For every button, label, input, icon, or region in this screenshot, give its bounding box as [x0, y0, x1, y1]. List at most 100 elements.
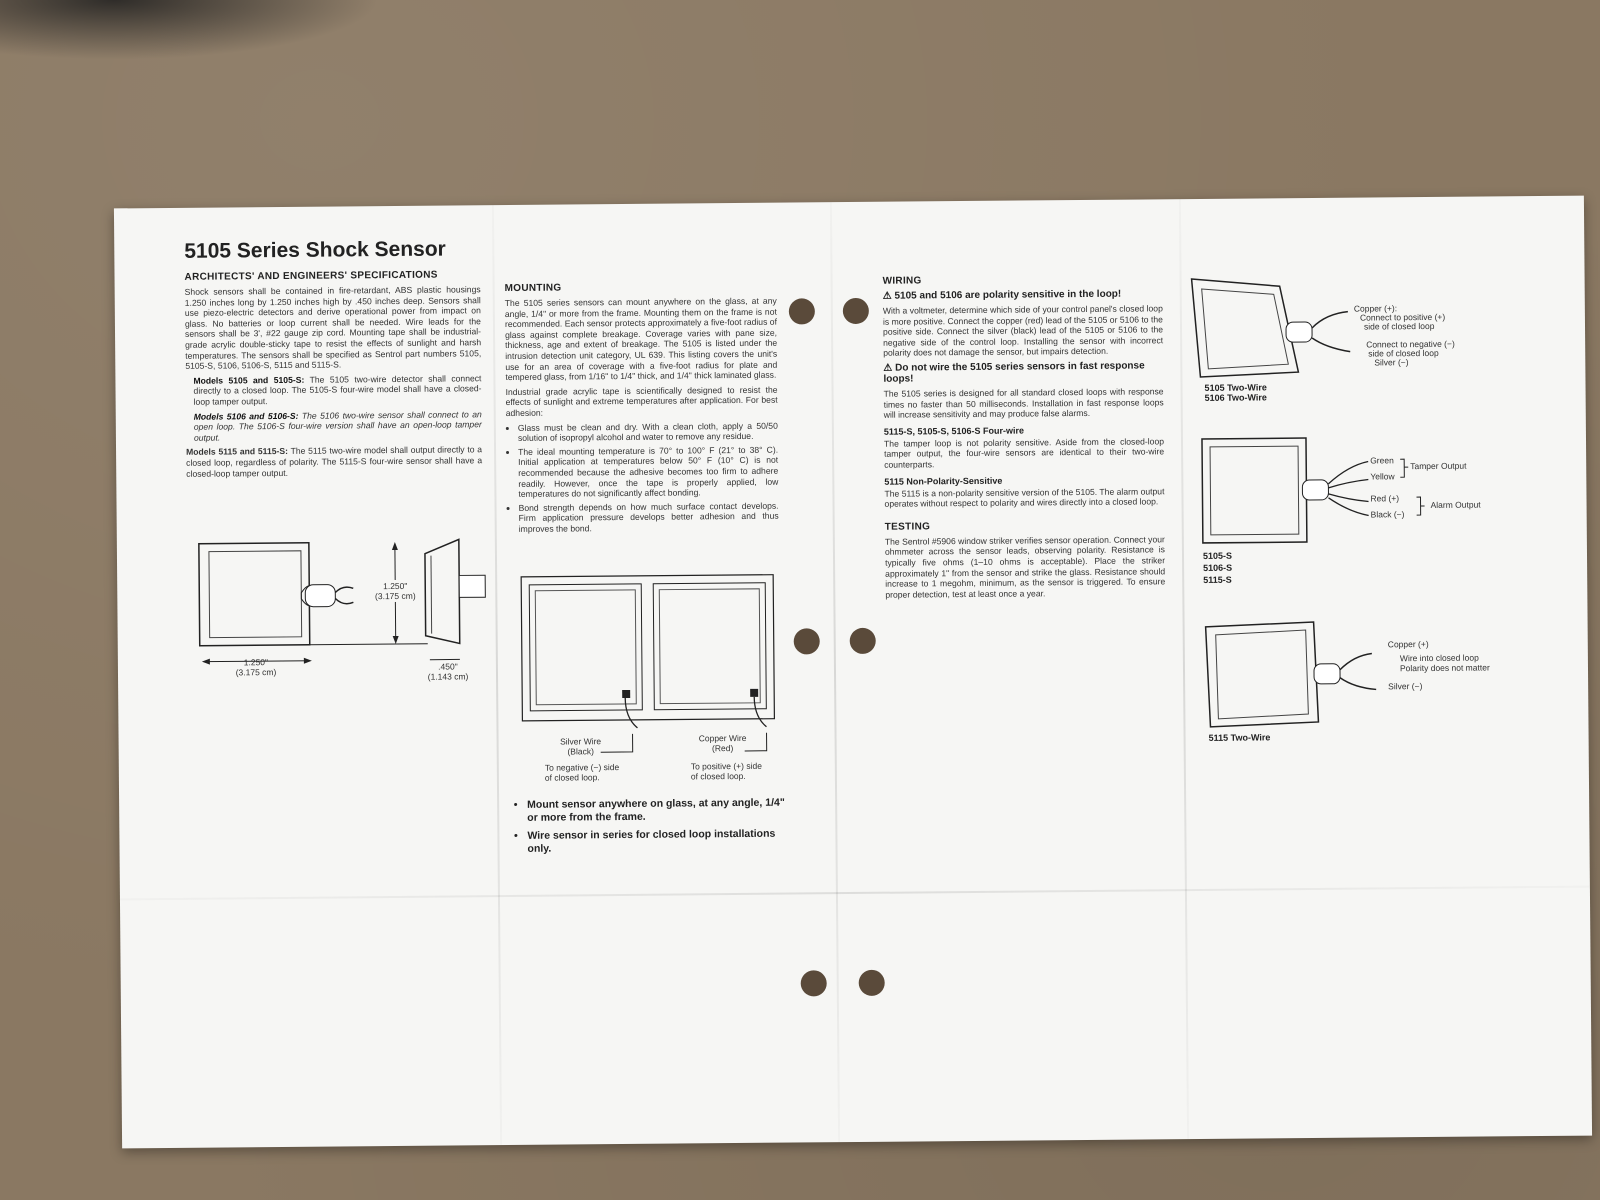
punch-hole — [842, 297, 869, 325]
warning-fast-response: ⚠ Do not wire the 5105 series sensors in… — [883, 360, 1145, 385]
arrow-left — [201, 658, 210, 665]
testing-body: The Sentrol #5906 window striker verifie… — [884, 533, 1166, 600]
caption: 5115-S — [1203, 575, 1232, 585]
wire-leads — [1311, 310, 1351, 353]
mounting-bullets: Glass must be clean and dry. With a clea… — [506, 420, 779, 534]
side-view-inner — [430, 555, 433, 634]
wire-housing — [1285, 321, 1313, 343]
negative-note: side of closed loop — [1368, 348, 1439, 359]
width-label: 1.250" — [244, 657, 268, 667]
punch-hole — [800, 970, 827, 997]
model-label: Models 5106 and 5106-S: — [193, 410, 299, 422]
list-item: The ideal mounting temperature is 70° to… — [518, 444, 778, 499]
list-item: Bond strength depends on how much surfac… — [519, 500, 779, 534]
tamper-label: Tamper Output — [1410, 461, 1467, 471]
wiring-column: WIRING ⚠ 5105 and 5106 are polarity sens… — [882, 265, 1166, 604]
caption: 5105-S — [1203, 551, 1232, 561]
paper-fold — [829, 202, 841, 1143]
window-frame — [520, 574, 776, 722]
silver-label: Silver (−) — [1388, 681, 1422, 691]
spec-body: Shock sensors shall be contained in fire… — [184, 284, 482, 371]
wiring-body: The tamper loop is not polarity sensitiv… — [883, 436, 1165, 470]
baseline — [309, 643, 428, 646]
copper-label: Copper (+) — [1388, 639, 1429, 649]
list-item: Wire sensor in series for closed loop in… — [527, 828, 787, 856]
wire-housing — [1301, 479, 1329, 501]
mounting-tape-body: Industrial grade acrylic tape is scienti… — [505, 384, 778, 418]
copper-wire-path — [753, 696, 767, 728]
arrow-up — [391, 541, 398, 551]
wiring-body: The 5115 is a non-polarity sensitive ver… — [884, 485, 1165, 509]
silver-wire-path — [624, 697, 638, 729]
width-dim-line — [203, 660, 310, 663]
caption: 5106 Two-Wire — [1205, 392, 1267, 403]
paper-fold — [119, 885, 1590, 901]
wire-leads — [334, 586, 354, 605]
copper-wire-label: Copper Wire — [699, 733, 747, 743]
side-housing — [458, 574, 486, 598]
warning-icon: ⚠ — [883, 362, 896, 374]
mounting-summary: Mount sensor anywhere on glass, at any a… — [515, 797, 788, 861]
mounting-heading: MOUNTING — [504, 282, 562, 295]
wiring-body: With a voltmeter, determine which side o… — [882, 303, 1164, 359]
right-sensor — [750, 688, 759, 697]
copper-color-label: (Red) — [712, 743, 734, 753]
depth-label: .450" — [438, 661, 458, 671]
model-label: Models 5105 and 5105-S: — [193, 374, 305, 386]
sensor-inner — [1209, 445, 1300, 536]
punch-hole — [788, 298, 815, 325]
side-view — [424, 538, 461, 645]
negative-note: Connect to negative (−) — [1366, 339, 1455, 350]
warning-icon: ⚠ — [882, 290, 895, 302]
wire-note: Polarity does not matter — [1400, 662, 1490, 673]
red-label: Red (+) — [1370, 493, 1399, 503]
sensor-dimension-diagram: 1.250" (3.175 cm) 1.250" (3.175 cm) .450… — [198, 538, 486, 682]
model-label: Models 5115 and 5115-S: — [186, 446, 289, 458]
negative-note: of closed loop. — [545, 772, 600, 782]
right-pane-inner — [658, 588, 761, 705]
punch-hole — [849, 627, 876, 655]
mounting-body: The 5105 series sensors can mount anywhe… — [504, 295, 778, 383]
wire-leads — [1327, 460, 1369, 517]
black-label: Black (−) — [1371, 509, 1405, 519]
warning-polarity: ⚠ 5105 and 5106 are polarity sensitive i… — [882, 288, 1122, 302]
table-shadow — [0, 0, 380, 60]
wire-note: Wire into closed loop — [1400, 653, 1479, 664]
wire-housing — [1313, 663, 1341, 685]
wiring-body: The 5105 series is designed for all stan… — [883, 386, 1164, 420]
wiring-heading: WIRING — [882, 275, 922, 287]
sensor-inner — [1201, 288, 1289, 370]
four-wire-diagram: Green Yellow Tamper Output Red (+) Black… — [1201, 437, 1481, 585]
caption: 5115 Two-Wire — [1209, 732, 1271, 743]
arrow-down — [392, 635, 399, 644]
tamper-bracket — [1400, 458, 1409, 478]
two-wire-diagram-5115: Copper (+) Wire into closed loop Polarit… — [1204, 621, 1490, 743]
right-pane — [652, 582, 767, 711]
two-wire-diagram-5105: Copper (+): Connect to positive (+) side… — [1190, 278, 1455, 403]
sensor-outline — [1204, 621, 1320, 728]
silver-wire-label: Silver Wire — [560, 736, 601, 746]
negative-note: To negative (−) side — [545, 762, 620, 773]
mounting-column: MOUNTING The 5105 series sensors can mou… — [505, 273, 779, 539]
label-bg — [377, 579, 418, 603]
subheading-four-wire: 5115-S, 5105-S, 5106-S Four-wire — [883, 425, 1025, 437]
copper-leader — [744, 732, 768, 752]
spec-heading: ARCHITECTS' AND ENGINEERS' SPECIFICATION… — [184, 269, 438, 283]
specifications-column: 5105 Series Shock Sensor ARCHITECTS' AND… — [184, 237, 482, 483]
punch-hole — [793, 628, 820, 655]
paper-fold — [1178, 199, 1190, 1140]
front-view-outline — [198, 541, 311, 647]
copper-label: Copper (+): — [1354, 303, 1397, 313]
positive-note: To positive (+) side — [691, 761, 762, 772]
arrow-right — [303, 657, 312, 664]
testing-heading: TESTING — [884, 521, 931, 533]
front-view-inner — [208, 550, 303, 639]
wire-housing — [304, 584, 336, 608]
caption: 5106-S — [1203, 563, 1232, 573]
subheading-non-polarity: 5115 Non-Polarity-Sensitive — [884, 475, 1003, 487]
height-cm-label: (3.175 cm) — [375, 591, 416, 601]
silver-label: Silver (−) — [1374, 357, 1408, 367]
instruction-sheet: 5105 Series Shock Sensor ARCHITECTS' AND… — [113, 195, 1593, 1149]
depth-cm-label: (1.143 cm) — [428, 671, 469, 681]
wire-leads — [1339, 652, 1377, 691]
